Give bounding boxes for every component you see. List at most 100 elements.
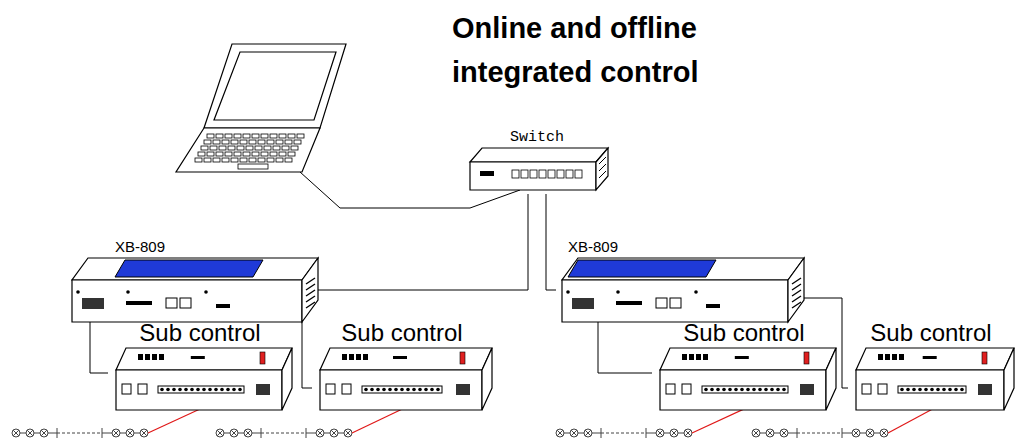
terminal-screw <box>912 388 916 392</box>
network-port <box>326 384 335 394</box>
terminal-screw <box>196 388 200 392</box>
device-face <box>562 280 788 322</box>
power-socket <box>256 384 270 395</box>
lamp-wire <box>306 433 348 434</box>
laptop-key <box>273 146 280 150</box>
lamp-symbol <box>126 429 134 437</box>
device-face <box>470 162 596 190</box>
sub-controller: Sub control <box>848 318 1014 416</box>
terminal-screw <box>388 388 392 392</box>
terminal-strip <box>158 386 244 393</box>
switch-port <box>530 170 537 178</box>
power-socket <box>978 384 992 395</box>
lamp-cross <box>317 430 323 436</box>
terminal-screw <box>400 388 404 392</box>
screw <box>204 290 208 294</box>
network-port <box>122 384 131 394</box>
terminal-block <box>159 354 164 360</box>
device-face <box>562 258 804 280</box>
device-face <box>320 370 482 410</box>
break-mark <box>601 428 602 438</box>
device-face <box>320 348 492 370</box>
indicator <box>393 356 407 359</box>
lamp-cross <box>571 430 577 436</box>
laptop-key <box>222 158 229 162</box>
lamp-cross <box>41 430 47 436</box>
power-socket <box>572 298 594 309</box>
laptop-key <box>285 140 292 144</box>
terminal-screw <box>214 388 218 392</box>
laptop-key <box>213 158 220 162</box>
lamp-wire <box>261 433 306 434</box>
terminal-screw <box>770 388 774 392</box>
laptop-key <box>252 152 259 156</box>
terminal-screw <box>936 388 940 392</box>
device-face <box>660 370 826 410</box>
lamp-wire <box>560 433 601 434</box>
terminal-screw <box>728 388 732 392</box>
device-face <box>302 258 318 322</box>
lamp-cross <box>585 430 591 436</box>
terminal-screw <box>930 388 934 392</box>
network-switch: Switch <box>466 128 608 194</box>
terminal-screw <box>190 388 194 392</box>
laptop-key <box>258 158 265 162</box>
lamp-cross <box>141 430 147 436</box>
terminal-screw <box>954 388 958 392</box>
switch-port <box>548 170 555 178</box>
lamp-symbol <box>852 429 860 437</box>
device-face <box>115 260 263 277</box>
laptop-key <box>291 146 298 150</box>
device-drawing <box>556 258 804 322</box>
terminal-screw <box>394 388 398 392</box>
network-port <box>666 384 675 394</box>
lamp-symbol <box>316 429 324 437</box>
device-face <box>826 348 836 410</box>
terminal-screw <box>758 388 762 392</box>
lamp-cross <box>685 430 691 436</box>
terminal-screw <box>406 388 410 392</box>
vent-slot <box>792 278 801 284</box>
device-face <box>856 348 1014 370</box>
device-label: Sub control <box>848 318 1014 348</box>
laptop-key <box>258 140 265 144</box>
lamp-symbol <box>752 429 760 437</box>
terminal-screw <box>924 388 928 392</box>
terminal-screw <box>382 388 386 392</box>
lamp-symbol <box>244 429 252 437</box>
laptop-key <box>207 134 214 138</box>
terminal-screw <box>906 388 910 392</box>
lamp-symbol <box>766 429 774 437</box>
lamp-symbol <box>780 429 788 437</box>
vent-slot <box>792 290 801 296</box>
device-face <box>788 258 804 322</box>
device-label: Switch <box>466 128 608 148</box>
network-port <box>878 384 887 394</box>
indicator <box>923 356 937 359</box>
network-cable <box>546 194 556 290</box>
terminal-screw <box>782 388 786 392</box>
laptop-key <box>204 140 211 144</box>
terminal-screw <box>220 388 224 392</box>
terminal-screw <box>776 388 780 392</box>
laptop-key <box>234 152 241 156</box>
terminal-screw <box>722 388 726 392</box>
screw <box>76 290 80 294</box>
laptop-key <box>222 140 229 144</box>
device-face <box>72 280 302 322</box>
lamp-wire <box>842 433 884 434</box>
network-cable <box>302 322 312 388</box>
device-drawing <box>848 348 1014 416</box>
lamp-cross <box>113 430 119 436</box>
terminal-block <box>349 354 354 360</box>
switch-port <box>575 170 582 178</box>
switch-port <box>566 170 573 178</box>
indicator <box>706 304 720 308</box>
terminal-screw <box>900 388 904 392</box>
laptop-key <box>279 152 286 156</box>
laptop-key <box>270 152 277 156</box>
lamp-symbol <box>584 429 592 437</box>
laptop-key <box>267 158 274 162</box>
network-port <box>656 298 667 308</box>
